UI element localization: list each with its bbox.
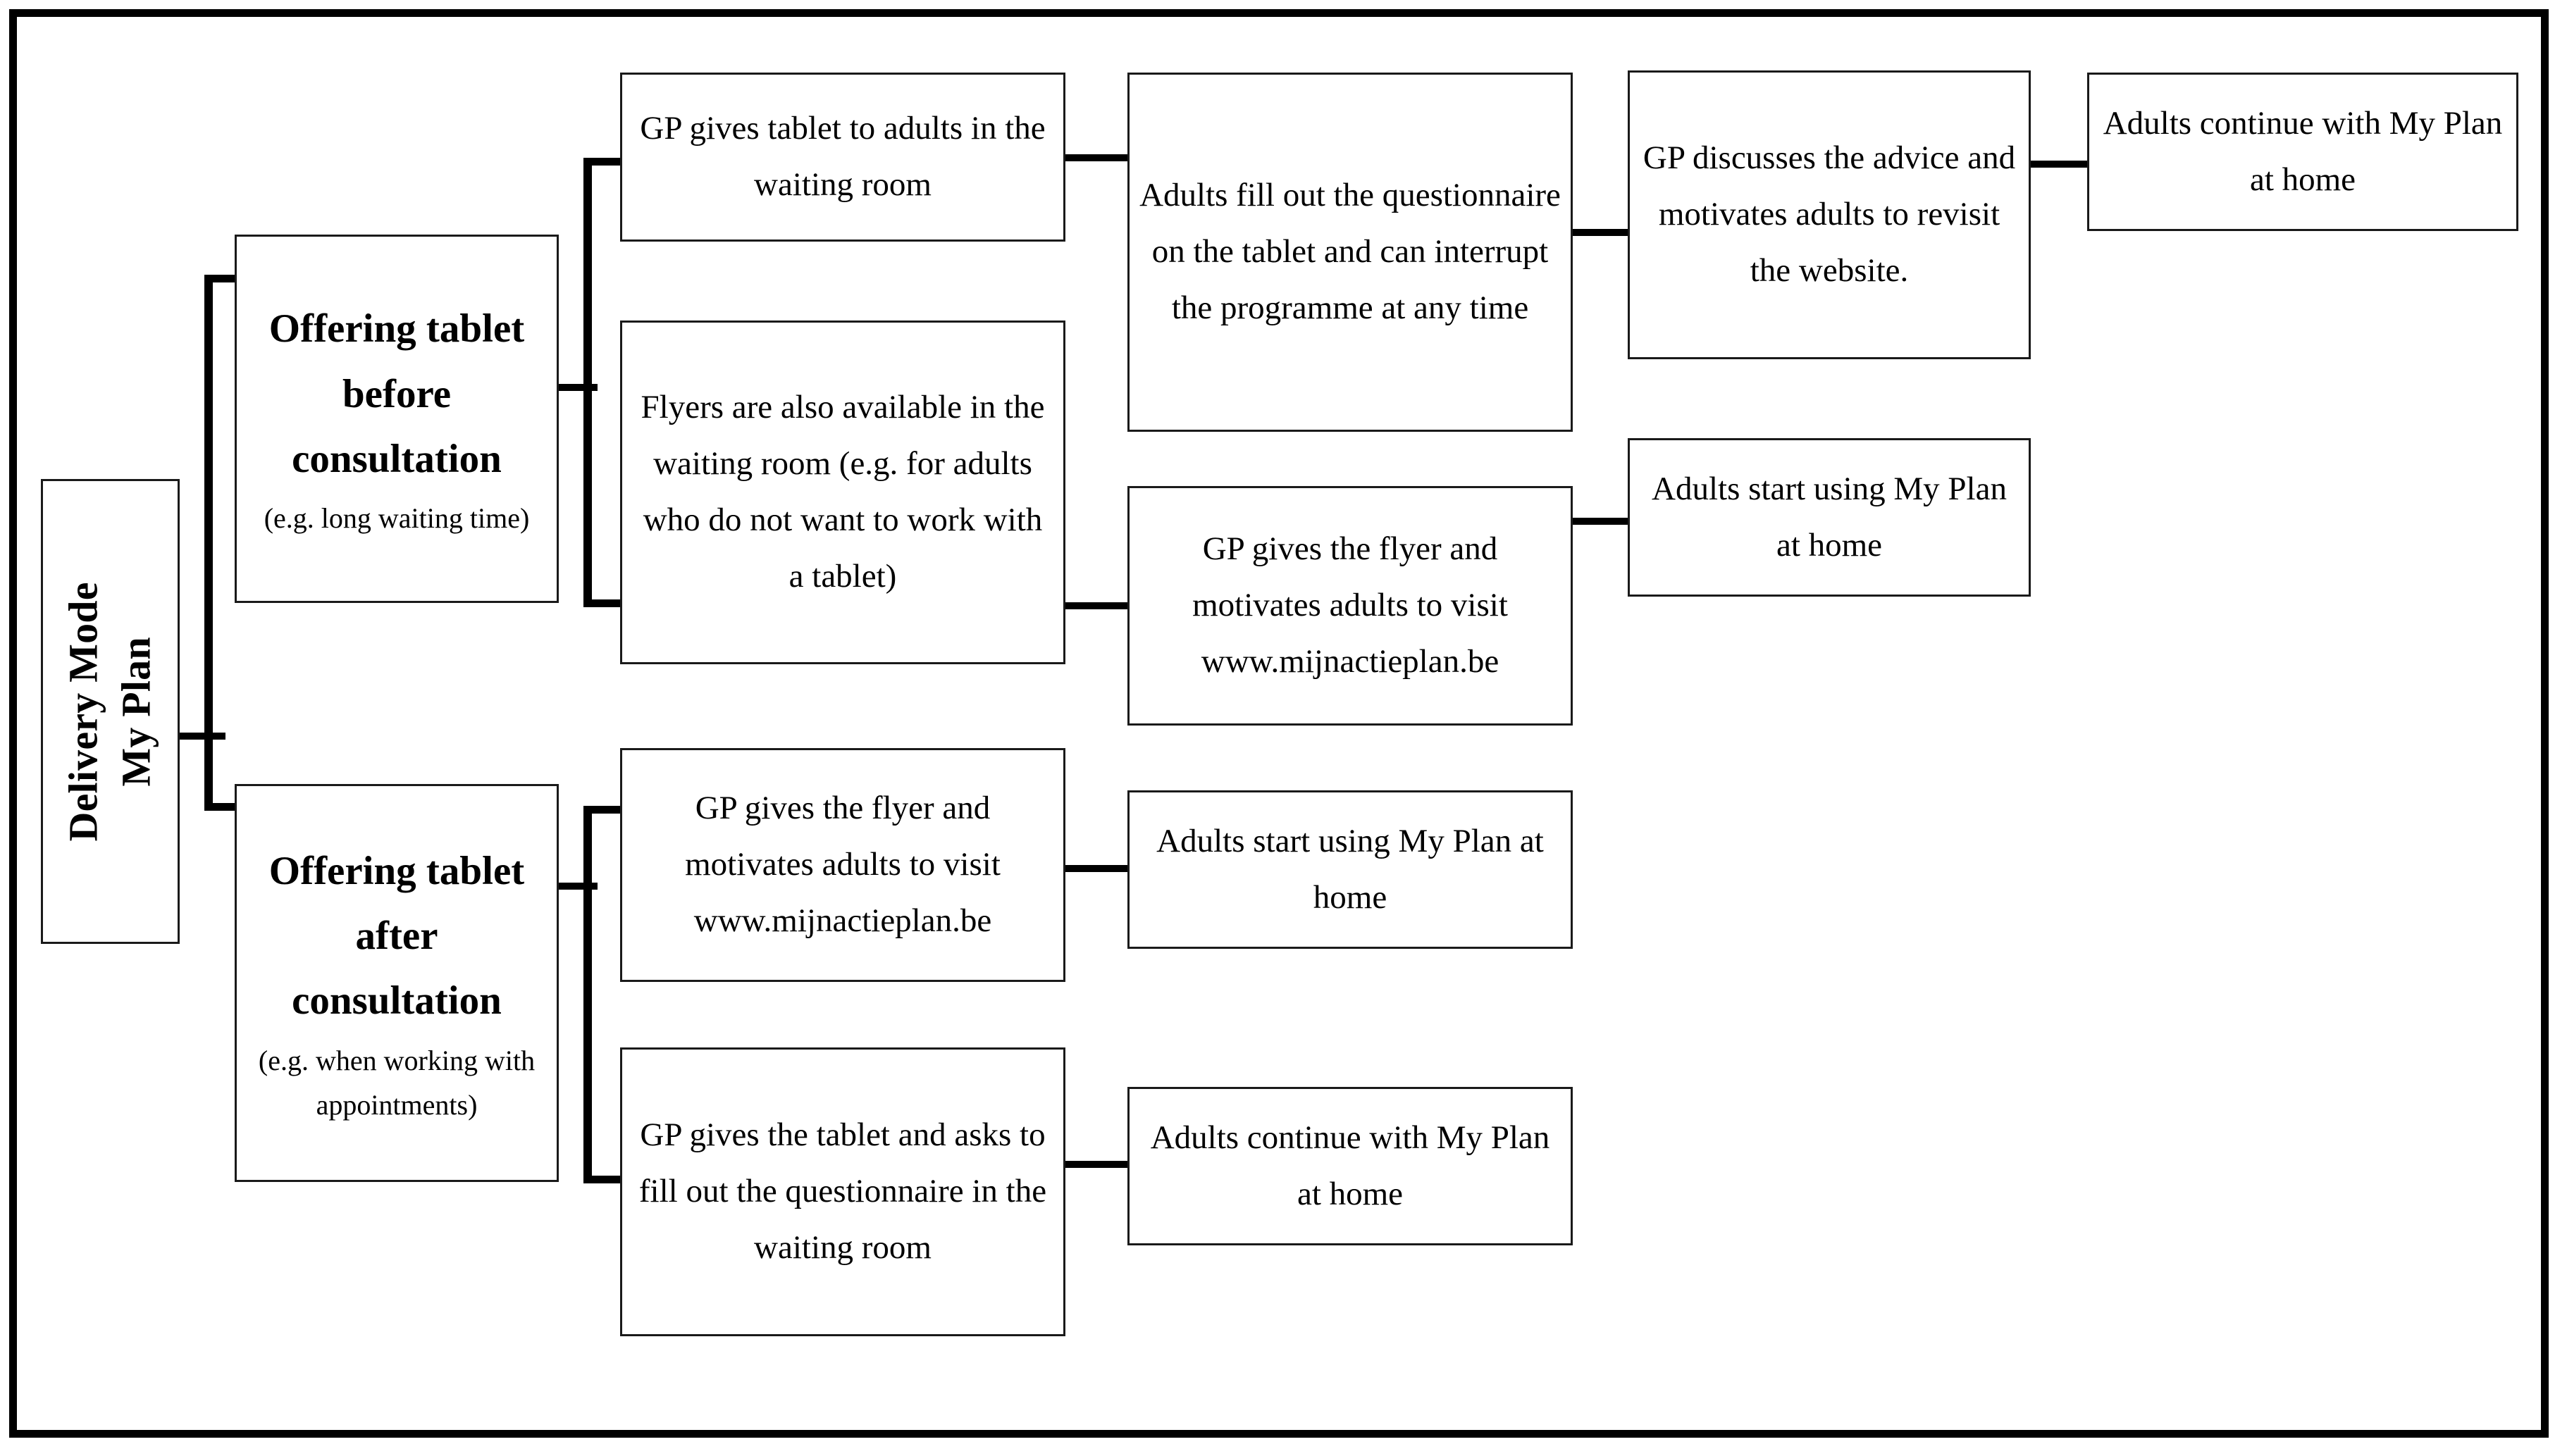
node-gp-gives-flyer-lower[interactable]: GP gives the flyer and motivates adults … — [620, 748, 1065, 982]
step-text: GP gives tablet to adults in the waiting… — [640, 110, 1046, 203]
step-text: Adults continue with My Plan at home — [2103, 104, 2503, 198]
node-gp-discusses-advice[interactable]: GP discusses the advice and motivates ad… — [1628, 70, 2031, 359]
node-gp-gives-tablet-asks-questionnaire[interactable]: GP gives the tablet and asks to fill out… — [620, 1047, 1065, 1336]
branch-subtitle: (e.g. long waiting time) — [264, 502, 530, 535]
branch-title: Offering tablet after consultation — [268, 848, 525, 1023]
connector-root-stub — [178, 733, 225, 740]
step-text: Adults start using My Plan at home — [1156, 822, 1544, 916]
step-text: Flyers are also available in the waiting… — [641, 389, 1045, 595]
node-offering-tablet-before-consultation[interactable]: Offering tablet before consultation (e.g… — [235, 235, 559, 603]
connector-branch1-to-step1 — [583, 158, 626, 166]
connector-gpflyer-to-startusing — [1566, 518, 1629, 525]
node-offering-tablet-after-consultation[interactable]: Offering tablet after consultation (e.g.… — [235, 784, 559, 1182]
connector-root-to-branch2 — [204, 803, 247, 811]
connector-questionnaire-to-discusses — [1566, 229, 1629, 236]
connector-branch2-trunk — [583, 806, 592, 1183]
branch-title: Offering tablet before consultation — [268, 306, 525, 482]
node-gp-gives-flyer-upper[interactable]: GP gives the flyer and motivates adults … — [1127, 486, 1573, 726]
step-text: GP gives the flyer and motivates adults … — [1192, 530, 1508, 680]
step-text: GP gives the flyer and motivates adults … — [685, 790, 1001, 939]
node-adults-continue-bottom[interactable]: Adults continue with My Plan at home — [1127, 1087, 1573, 1245]
connector-branch1-to-step2 — [583, 599, 626, 607]
node-adults-start-using-lower[interactable]: Adults start using My Plan at home — [1127, 790, 1573, 949]
connector-branch2-to-step1 — [583, 806, 626, 814]
connector-gpflyer2-to-startusing2 — [1065, 865, 1127, 872]
step-text: Adults start using My Plan at home — [1652, 470, 2007, 564]
connector-discusses-to-continue — [2025, 161, 2089, 168]
connector-flyers-to-gpflyer — [1065, 602, 1127, 609]
node-adults-fill-out-questionnaire[interactable]: Adults fill out the questionnaire on the… — [1127, 73, 1573, 432]
connector-tabletasks-to-continue2 — [1065, 1161, 1127, 1168]
connector-root-to-branch1 — [204, 275, 247, 282]
node-flyers-available-waiting-room[interactable]: Flyers are also available in the waiting… — [620, 321, 1065, 664]
connector-branch1-trunk — [583, 158, 592, 607]
node-gp-gives-tablet-waiting-room[interactable]: GP gives tablet to adults in the waiting… — [620, 73, 1065, 242]
connector-tablet-to-questionnaire — [1065, 154, 1127, 161]
connector-root-trunk — [204, 275, 213, 810]
node-adults-start-using-upper[interactable]: Adults start using My Plan at home — [1628, 438, 2031, 597]
node-adults-continue-top[interactable]: Adults continue with My Plan at home — [2087, 73, 2518, 231]
step-text: Adults continue with My Plan at home — [1150, 1119, 1550, 1212]
connector-branch1-stub — [554, 384, 598, 391]
step-text: GP discusses the advice and motivates ad… — [1643, 139, 2016, 289]
connector-branch2-stub — [554, 883, 598, 890]
branch-subtitle: (e.g. when working with appointments) — [258, 1044, 536, 1121]
step-text: Adults fill out the questionnaire on the… — [1139, 177, 1561, 326]
connector-branch2-to-step2 — [583, 1176, 626, 1183]
step-text: GP gives the tablet and asks to fill out… — [638, 1116, 1047, 1266]
